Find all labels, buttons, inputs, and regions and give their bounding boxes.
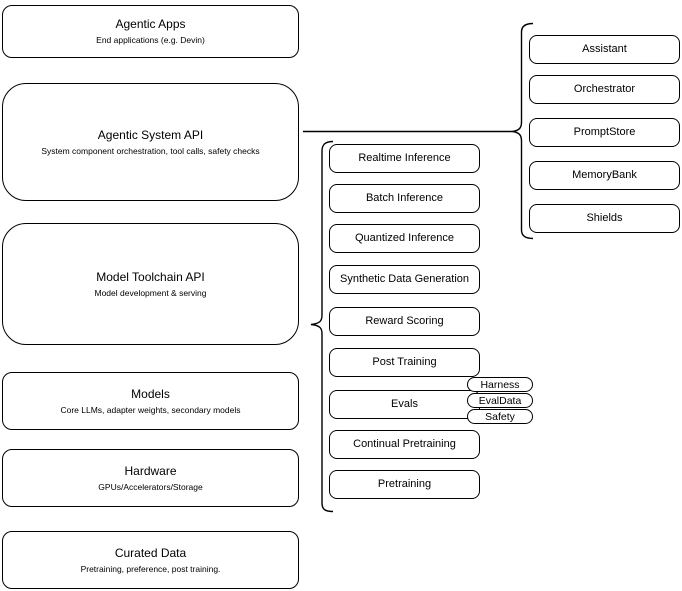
layer-hardware: Hardware GPUs/Accelerators/Storage <box>2 449 299 507</box>
component-label: Orchestrator <box>573 83 636 95</box>
tag-safety: Safety <box>467 409 533 424</box>
service-evals: Evals <box>329 390 480 419</box>
layer-title: Agentic Apps <box>115 17 186 31</box>
layer-subtitle: Pretraining, preference, post training. <box>80 563 221 574</box>
layer-title: Models <box>131 386 170 401</box>
component-label: PromptStore <box>573 126 636 138</box>
component-memorybank: MemoryBank <box>529 161 680 190</box>
service-label: Evals <box>391 398 418 410</box>
service-label: Reward Scoring <box>365 315 444 327</box>
layer-agentic-apps: Agentic Apps End applications (e.g. Devi… <box>2 5 299 58</box>
service-synthetic-data-generation: Synthetic Data Generation <box>329 265 480 294</box>
service-reward-scoring: Reward Scoring <box>329 307 480 336</box>
layer-subtitle: End applications (e.g. Devin) <box>96 35 205 45</box>
service-realtime-inference: Realtime Inference <box>329 144 480 173</box>
component-shields: Shields <box>529 204 680 233</box>
service-quantized-inference: Quantized Inference <box>329 224 480 253</box>
service-label: Quantized Inference <box>354 232 455 244</box>
service-label: Realtime Inference <box>358 152 451 164</box>
component-promptstore: PromptStore <box>529 118 680 147</box>
layer-agentic-system-api: Agentic System API System component orch… <box>2 83 299 201</box>
service-pretraining: Pretraining <box>329 470 480 499</box>
service-post-training: Post Training <box>329 348 480 377</box>
layer-curated-data: Curated Data Pretraining, preference, po… <box>2 531 299 589</box>
component-label: Assistant <box>582 43 627 55</box>
service-label: Post Training <box>372 356 437 368</box>
layer-title: Agentic System API <box>97 127 204 142</box>
component-label: MemoryBank <box>572 169 637 181</box>
tag-evaldata: EvalData <box>467 393 533 408</box>
component-orchestrator: Orchestrator <box>529 75 680 104</box>
tag-label: Harness <box>480 378 520 391</box>
layer-subtitle: Model development & serving <box>94 287 207 298</box>
service-batch-inference: Batch Inference <box>329 184 480 213</box>
layer-subtitle: GPUs/Accelerators/Storage <box>98 481 203 492</box>
service-label: Synthetic Data Generation <box>339 273 470 285</box>
layer-models: Models Core LLMs, adapter weights, secon… <box>2 372 299 430</box>
layer-title: Hardware <box>124 463 177 478</box>
service-label: Pretraining <box>377 478 432 490</box>
layer-subtitle: Core LLMs, adapter weights, secondary mo… <box>60 404 241 415</box>
service-label: Batch Inference <box>365 192 444 204</box>
component-assistant: Assistant <box>529 35 680 64</box>
tag-harness: Harness <box>467 377 533 392</box>
service-label: Continual Pretraining <box>353 438 456 450</box>
service-continual-pretraining: Continual Pretraining <box>329 430 480 459</box>
tag-label: EvalData <box>478 394 522 407</box>
component-label: Shields <box>586 212 623 224</box>
layer-title: Curated Data <box>114 545 187 560</box>
layer-title: Model Toolchain API <box>96 269 205 284</box>
tag-label: Safety <box>485 410 515 423</box>
layer-subtitle: System component orchestration, tool cal… <box>41 145 260 156</box>
layer-model-toolchain-api: Model Toolchain API Model development & … <box>2 223 299 345</box>
